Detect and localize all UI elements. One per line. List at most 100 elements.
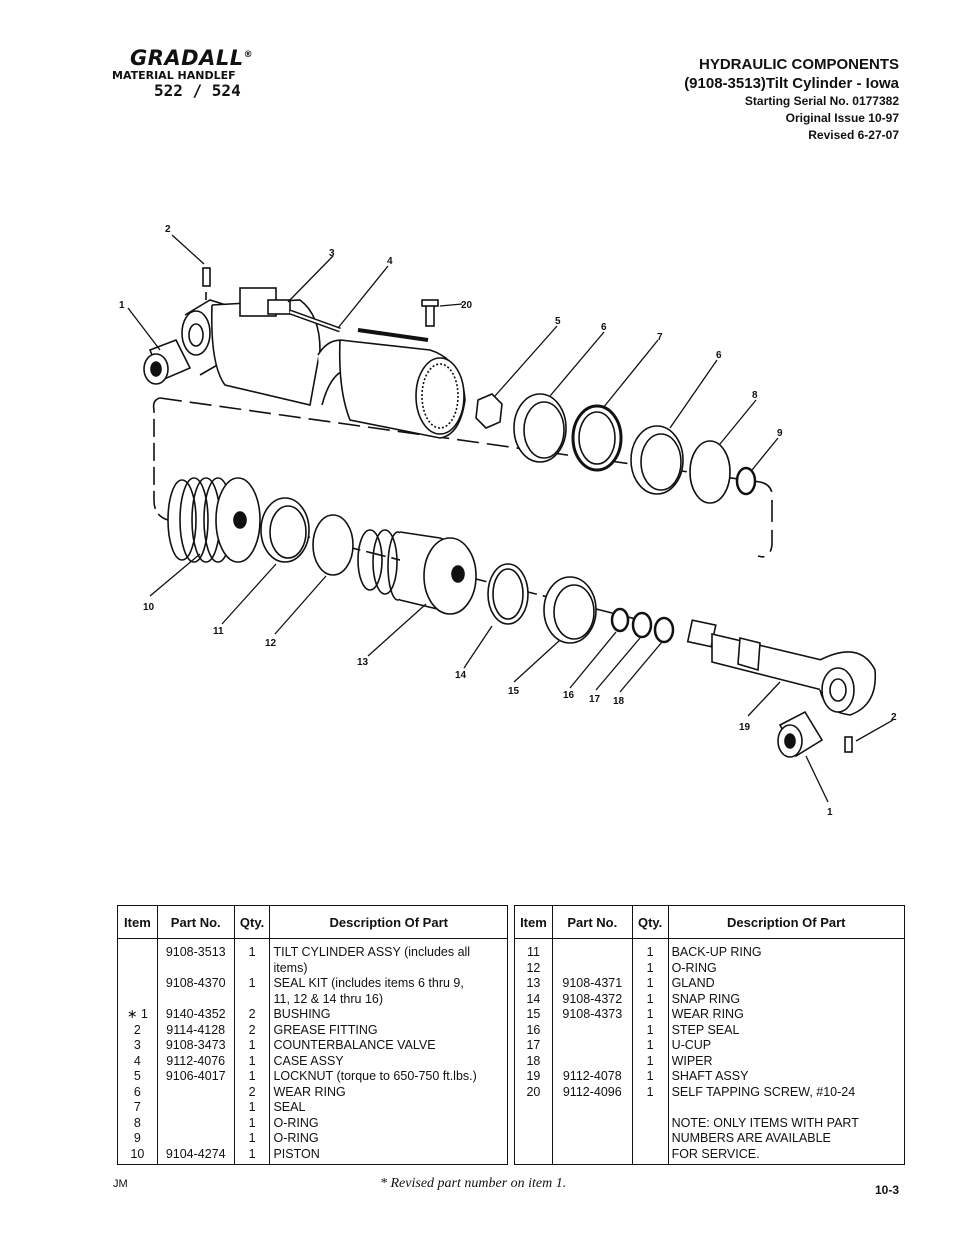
cell-line — [121, 945, 154, 961]
cell-line: 10 — [130, 1146, 145, 1161]
cell-line: LOCKNUT (torque to 650-750 ft.lbs.) — [273, 1069, 477, 1083]
page-subtitle: (9108-3513)Tilt Cylinder - Iowa — [684, 75, 899, 92]
callout-8: 8 — [752, 390, 758, 401]
cell-line — [161, 1131, 231, 1147]
cell-line: 9114-4128 — [166, 1022, 226, 1037]
locknut — [475, 393, 503, 429]
cell-line — [636, 1116, 665, 1132]
cell-line: 11, 12 & 14 thru 16) — [273, 991, 384, 1006]
cell-line: 4 — [133, 1053, 141, 1068]
cell-line: 2 — [133, 1022, 141, 1037]
parts-table-1: Item Part No. Qty. Description Of Part ∗… — [117, 905, 508, 1165]
assembly-outline — [159, 397, 774, 558]
callout-10: 10 — [143, 602, 155, 613]
cell-line: 1 — [646, 1022, 654, 1037]
author-initials: JM — [113, 1178, 128, 1190]
gland — [357, 529, 477, 615]
cell-line: 9112-4078 — [562, 1069, 622, 1083]
cell-line: SELF TAPPING SCREW, #10-24 — [671, 1084, 856, 1099]
cell-line — [238, 992, 267, 1008]
cell-line: 1 — [248, 1038, 256, 1052]
cell-line: SEAL — [273, 1100, 306, 1114]
cell-line — [161, 1100, 231, 1116]
cell-line: BUSHING — [273, 1007, 331, 1021]
cell-line — [161, 1085, 231, 1101]
page-number: 10-3 — [874, 1183, 899, 1197]
cell-line: 1 — [646, 1084, 654, 1099]
grease-fitting — [844, 736, 853, 753]
cell-line: 9108-4372 — [562, 991, 623, 1006]
cell-line: 9108-4373 — [562, 1007, 623, 1021]
cell-line: 1 — [646, 960, 654, 975]
bushing-right — [777, 710, 824, 758]
step-seal — [610, 607, 630, 633]
cell-line: NOTE: ONLY ITEMS WITH PART — [671, 1115, 859, 1130]
cell-line — [518, 1100, 549, 1116]
cell-line: TILT CYLINDER ASSY (includes all — [273, 945, 471, 959]
cell-line: 1 — [248, 1115, 256, 1130]
cell-line: FOR SERVICE. — [671, 1146, 760, 1161]
cell-line: 1 — [646, 1053, 654, 1068]
cell-line: 2 — [248, 1084, 256, 1099]
cell-line: 9106-4017 — [165, 1069, 226, 1083]
cell-line: GREASE FITTING — [273, 1022, 378, 1037]
u-cup — [631, 611, 653, 639]
header-description: Description Of Part — [269, 905, 508, 939]
cell-line: GLAND — [671, 976, 715, 990]
revision-note: * Revised part number on item 1. — [380, 1176, 567, 1191]
callout-19: 19 — [739, 722, 751, 733]
cell-line — [161, 992, 231, 1008]
callout-20: 20 — [461, 300, 473, 311]
cell-line: 9108-4370 — [165, 976, 226, 990]
callout-2b: 2 — [891, 712, 897, 723]
cell-line: 1 — [248, 1069, 256, 1083]
callout-1: 1 — [119, 300, 125, 311]
cell-line — [556, 1147, 629, 1163]
cell-line — [518, 1147, 549, 1163]
o-ring-large — [689, 440, 731, 504]
cell-line: O-RING — [273, 1131, 319, 1145]
cell-line: 1 — [248, 1131, 256, 1145]
callout-1b: 1 — [827, 807, 833, 818]
piston — [167, 477, 261, 563]
parts-table-2: Item Part No. Qty. Description Of Part 1… — [514, 905, 906, 1165]
header-item: Item — [514, 905, 553, 939]
logo-subtitle: MATERIAL HANDLEF — [112, 69, 236, 82]
cell-line: 9 — [133, 1131, 141, 1145]
cell-line: 9108-3473 — [165, 1038, 226, 1052]
page-title: HYDRAULIC COMPONENTS — [698, 56, 899, 73]
cell-line: 13 — [526, 976, 541, 990]
cell-line — [556, 1054, 629, 1070]
cell-line — [636, 1147, 665, 1163]
cell-line: 1 — [646, 1007, 654, 1021]
cell-line: BACK-UP RING — [671, 945, 762, 959]
callout-3: 3 — [329, 248, 335, 259]
cell-line: SHAFT ASSY — [671, 1069, 749, 1083]
cell-line: 2 — [248, 1022, 256, 1037]
cell-line — [518, 1131, 549, 1147]
cell-line — [672, 1100, 901, 1116]
cell-line: NUMBERS ARE AVAILABLE — [671, 1131, 831, 1145]
callout-11: 11 — [213, 626, 224, 637]
cell-line: 11 — [526, 945, 540, 959]
cell-line: STEP SEAL — [671, 1022, 740, 1037]
cell-line — [161, 1116, 231, 1132]
cell-line: 5 — [133, 1069, 141, 1083]
cell-line: 1 — [248, 976, 256, 990]
header-qty: Qty. — [233, 905, 271, 939]
o-ring-piston — [312, 514, 354, 576]
callout-12: 12 — [265, 638, 277, 649]
cell-line: 12 — [526, 960, 541, 975]
callout-15: 15 — [508, 686, 520, 697]
cell-line — [121, 992, 154, 1008]
cell-line — [556, 1100, 629, 1116]
cell-line: 1 — [646, 1069, 654, 1083]
cell-line: SNAP RING — [671, 991, 741, 1006]
header-part-no: Part No. — [551, 905, 633, 939]
callout-9: 9 — [777, 428, 783, 439]
